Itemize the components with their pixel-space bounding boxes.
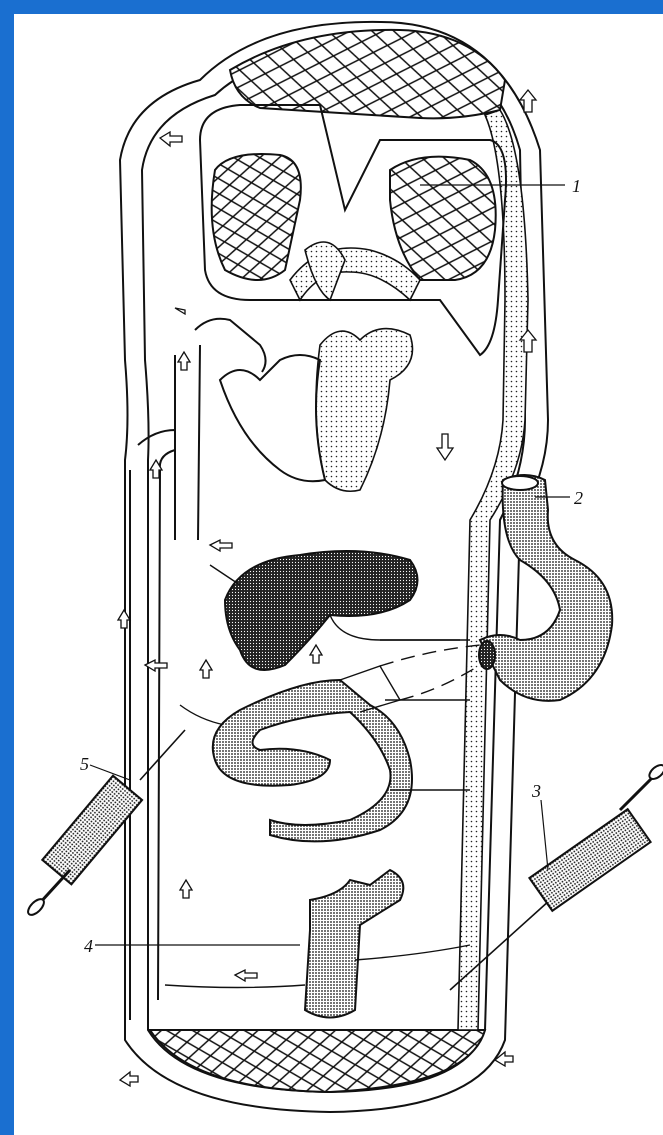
arrow-icon (175, 308, 185, 314)
label-3: 3 (531, 781, 541, 801)
arrow-up-icon (310, 645, 322, 663)
rectum (305, 870, 403, 1018)
heart-left-side (316, 329, 413, 492)
right-lung-capillaries (390, 157, 496, 280)
syringe-5 (25, 730, 185, 918)
pulmonary-trunk (305, 242, 345, 300)
left-lung-capillaries (212, 154, 301, 280)
arrow-up-icon (118, 610, 130, 628)
label-1: 1 (572, 176, 581, 196)
stomach (480, 475, 612, 701)
arrow-up-icon (180, 880, 192, 898)
arrow-icon (120, 1072, 138, 1086)
label-4: 4 (84, 936, 93, 956)
left-venous-vessel-outer (138, 430, 175, 1000)
heart-right-side (220, 355, 325, 481)
liver (225, 551, 418, 670)
diagram-panel: 1 2 3 4 5 (14, 14, 663, 1135)
vena-cava (175, 319, 266, 540)
small-intestine (213, 680, 412, 841)
arrow-left-icon (210, 540, 232, 551)
arrow-left-icon (160, 132, 182, 146)
arrow-down-icon (437, 434, 453, 460)
arrow-up-icon (200, 660, 212, 678)
label-5: 5 (80, 754, 89, 774)
arrow-left-icon (235, 970, 257, 981)
dashed-connection-1 (380, 645, 480, 666)
arrow-up-icon (178, 352, 190, 370)
pylorus (479, 641, 495, 669)
circulatory-system-diagram: 1 2 3 4 5 (14, 14, 663, 1135)
label-2: 2 (574, 488, 583, 508)
esophagus-opening (502, 476, 538, 490)
lower-capillary-network (150, 1030, 485, 1092)
